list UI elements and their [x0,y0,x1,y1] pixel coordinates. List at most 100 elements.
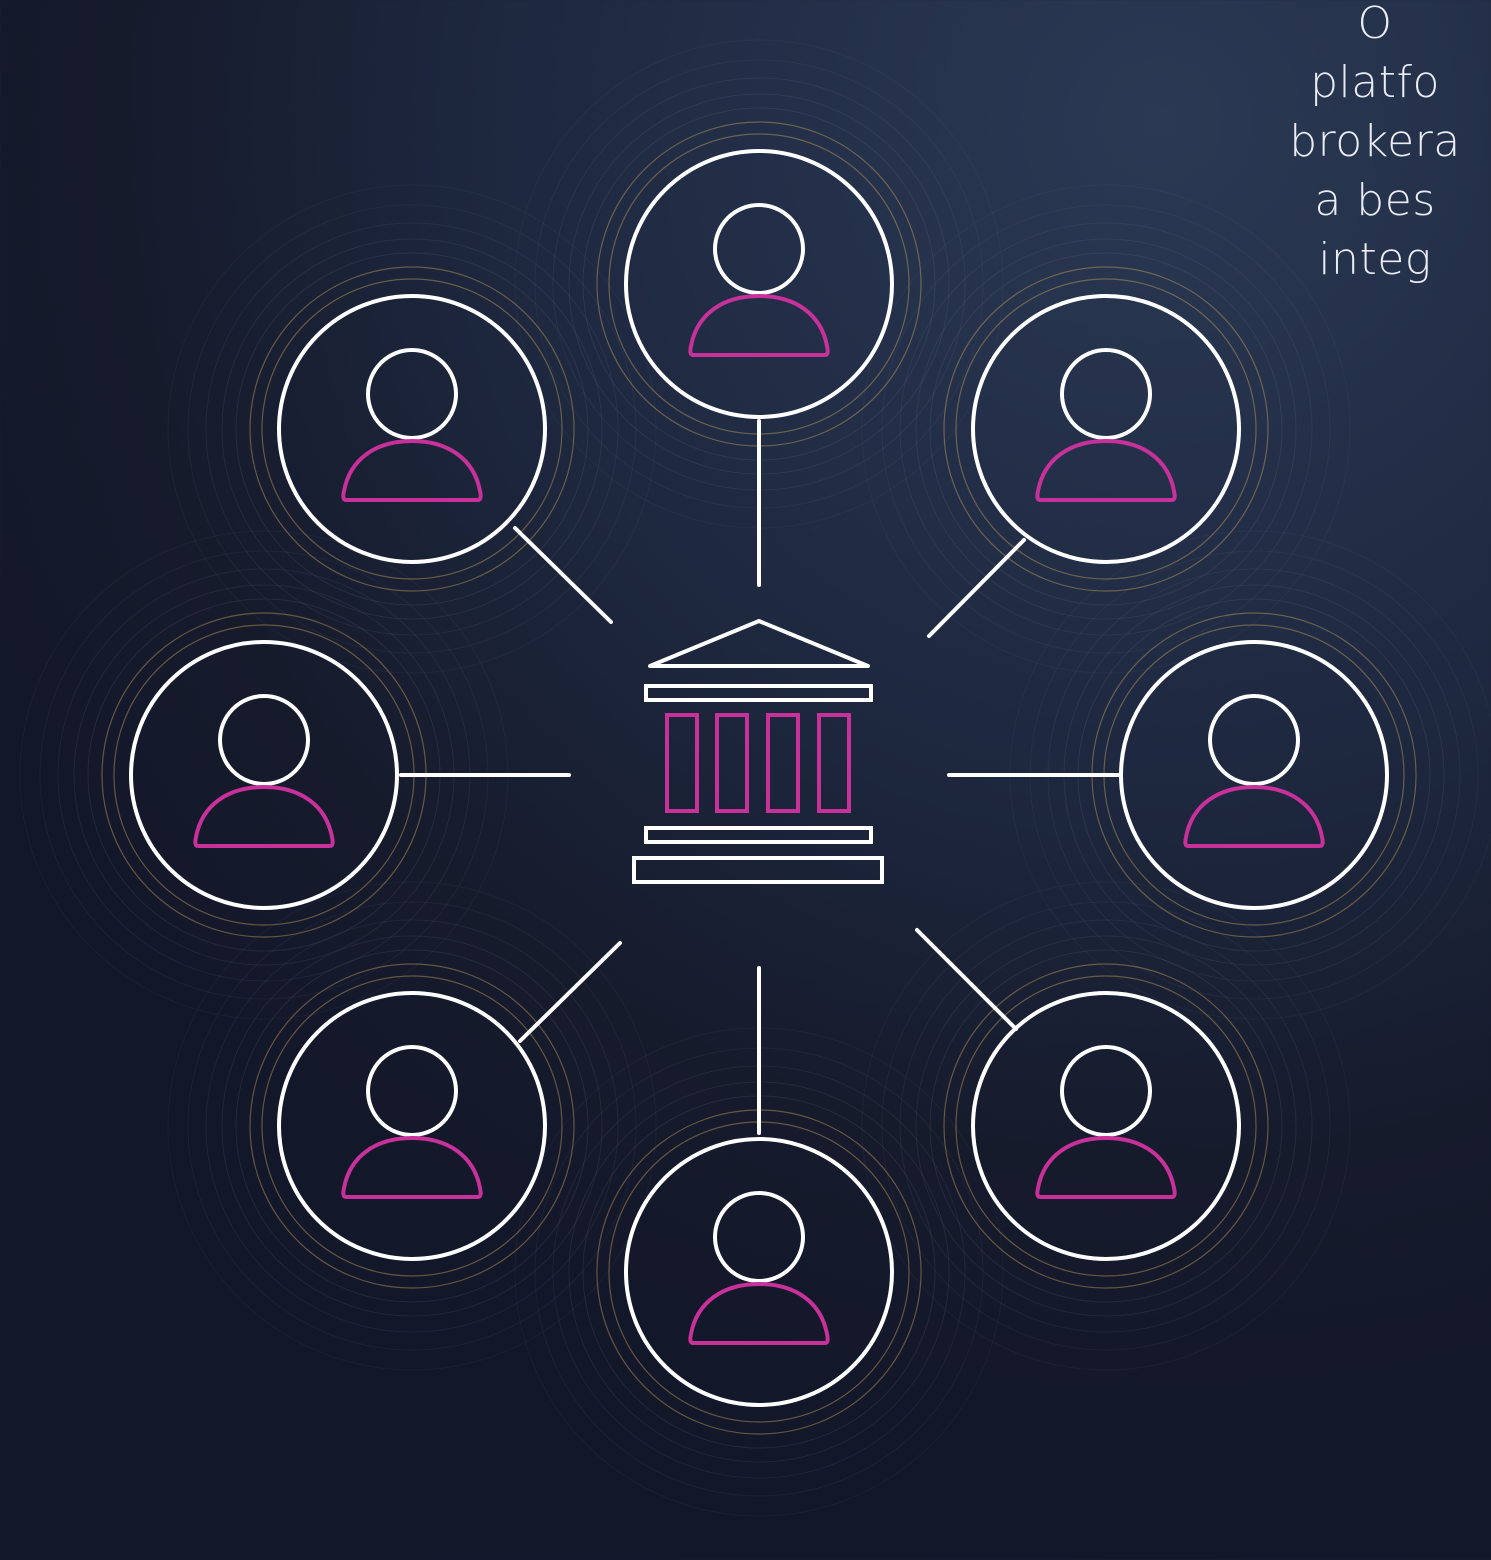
node-circle [129,640,399,910]
ripple-ring [249,963,575,1289]
ripple-ring [205,222,619,636]
user-node [277,991,547,1261]
bank-step-upper [644,826,873,844]
ripple-ring [205,919,619,1333]
ripple-ring [943,963,1269,1289]
ripple-ring [608,133,910,435]
ripple-ring [861,184,1351,674]
bank-column [817,713,851,813]
ripple-ring [929,949,1283,1303]
ripple-ring [101,612,427,938]
ripple-ring [1103,624,1405,926]
ripple-ring [221,238,603,620]
user-body [1183,785,1325,848]
user-icon [341,348,483,502]
user-head [218,694,310,786]
bank-entablature [644,684,873,702]
node-circle [624,1137,894,1407]
caption-line: brokera [1289,116,1461,167]
ripple-ring [955,975,1257,1277]
node-circle [971,294,1241,564]
ripple-ring [861,881,1351,1371]
ripple-ring [113,624,415,926]
user-head [366,1045,458,1137]
user-node [277,294,547,564]
node-circle [1119,640,1389,910]
bank-column [665,713,699,813]
ripple-ring [582,1095,936,1449]
ripple-ring [596,121,922,447]
caption-line: integ [1318,234,1432,285]
user-icon [1035,348,1177,502]
user-body [688,1282,830,1345]
ripple-group [167,881,657,1371]
ripple-ring [167,881,657,1371]
ripple-ring [955,278,1257,580]
bank-column [766,713,800,813]
caption-line: platfo [1310,57,1440,108]
ripple-group [861,184,1351,674]
caption-line: O [1357,0,1393,49]
ripple-ring [1091,612,1417,938]
ripple-ring [235,252,589,606]
connector-lines [399,419,1121,1135]
connector-line [513,526,613,624]
user-head [1208,694,1300,786]
user-icon [193,694,335,848]
connector-line [927,538,1026,638]
connector-line [518,941,622,1043]
node-circle [971,991,1241,1261]
ripple-ring [899,919,1313,1333]
user-head [713,1191,805,1283]
node-circle [277,294,547,564]
user-icon [1183,694,1325,848]
ripple-ring [915,935,1297,1317]
ripple-ring [596,1109,922,1435]
user-icon [1035,1045,1177,1199]
user-icon [341,1045,483,1199]
ripple-ring [261,975,563,1277]
ripple-ring [187,204,637,654]
user-head [1060,1045,1152,1137]
user-nodes [129,149,1389,1407]
user-head [366,348,458,440]
bank-building-icon [632,619,884,884]
ripple-ring [881,204,1331,654]
bank-roof [648,619,870,668]
node-circle [277,991,547,1261]
user-node [971,294,1241,564]
ripple-ring [881,901,1331,1351]
ripple-ring [582,107,936,461]
ripple-ring [221,935,603,1317]
ripple-ring [167,184,657,674]
ripple-ring [899,222,1313,636]
user-node [624,1137,894,1407]
user-body [1035,1136,1177,1199]
user-body [688,294,830,357]
user-icon [688,1191,830,1345]
user-body [193,785,335,848]
bank-step-lower [632,856,884,884]
ripple-group [861,881,1351,1371]
user-body [341,439,483,502]
caption-text: O platfo brokera a bes integ [1140,0,1491,289]
user-node [971,991,1241,1261]
user-head [1060,348,1152,440]
ripple-ring [929,252,1283,606]
ripple-ring [943,266,1269,592]
user-icon [688,203,830,357]
ripple-ring [915,238,1297,620]
caption-line: a bes [1314,175,1436,226]
user-body [1035,439,1177,502]
ripple-ring [187,901,637,1351]
ripple-ring [235,949,589,1303]
node-circle [624,149,894,419]
ripple-ring [608,1121,910,1423]
ripple-ring [249,266,575,592]
connector-line [915,928,1018,1031]
ripple-group [167,184,657,674]
user-node [129,640,399,910]
user-node [624,149,894,419]
user-node [1119,640,1389,910]
